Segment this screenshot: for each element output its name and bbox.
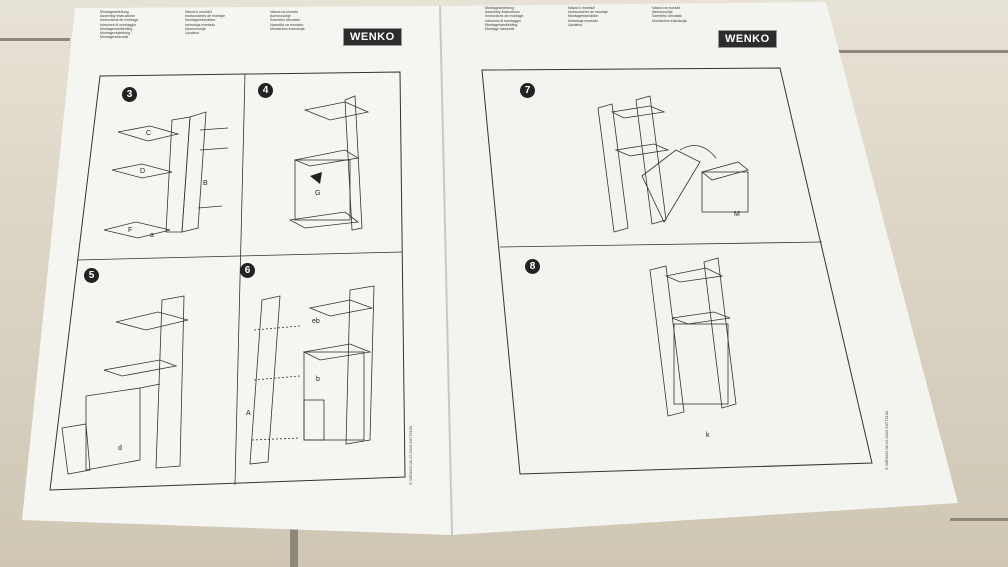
header-text: Asennusohje xyxy=(185,26,206,31)
header-text: Montageinstructie xyxy=(100,35,129,40)
part-label-eb: eb xyxy=(312,318,320,325)
step-7-number: 7 xyxy=(520,83,535,98)
part-label-d-small: d xyxy=(118,445,122,452)
header-text: Montagehandleiding xyxy=(485,22,518,27)
part-label-m: M xyxy=(734,211,740,218)
header-text: Navodila za montažo xyxy=(270,22,304,27)
header-text: Montagehandleiding xyxy=(100,26,133,31)
part-label-d: D xyxy=(140,168,146,175)
header-text: Szerelési útmutató xyxy=(270,18,300,23)
grout-line xyxy=(290,528,298,567)
header-text: Montavimo instrukcija xyxy=(270,26,305,31)
header-text: Instructions de montage xyxy=(485,14,524,19)
step-3-number: 3 xyxy=(122,87,137,102)
step-4-number: 4 xyxy=(258,83,273,98)
header-text: Instructions de montage xyxy=(100,18,139,23)
step-6-number: 6 xyxy=(240,263,255,278)
header-text: Szerelési útmutató xyxy=(652,14,682,19)
header-text: Montagevejledning xyxy=(100,31,131,36)
header-text: Assembly instructions xyxy=(485,10,520,15)
header-text: Návod na montáž xyxy=(652,6,681,10)
wenko-logo-left: WENKO xyxy=(343,28,402,46)
wenko-logo-right: WENKO xyxy=(718,30,777,48)
step-5-number: 5 xyxy=(84,268,99,283)
header-text: Montavimo instrukcija xyxy=(652,18,687,23)
part-label-g: G xyxy=(315,190,321,197)
step7-drawing xyxy=(597,95,749,233)
header-text: Istruzioni di montaggio xyxy=(485,18,521,23)
header-text: Montageinstruktion xyxy=(185,18,216,23)
step-8-number: 8 xyxy=(525,259,540,274)
footer-left-code: © WENKO 08.12.2019 50773100 xyxy=(408,425,413,485)
header-text: Assembly instructions xyxy=(100,14,135,19)
header-right-col1: Montageanleitung Assembly instructions I… xyxy=(485,6,523,31)
header-text: Montageanleitung xyxy=(485,6,514,10)
step4-drawing xyxy=(288,95,370,231)
header-text: Návod na montáž xyxy=(270,10,299,14)
header-right-col3: Návod na montáž Asennusohje Szerelési út… xyxy=(652,6,687,23)
grout-line xyxy=(950,518,1008,521)
step3-drawing xyxy=(103,111,229,239)
part-label-f: F xyxy=(128,227,133,234)
part-label-b-small: b xyxy=(316,376,320,383)
header-text: Uputstvo xyxy=(568,22,583,27)
part-label-a: A xyxy=(246,410,251,417)
header-text: Montageinstruktion xyxy=(568,14,599,19)
step6-drawing xyxy=(249,285,375,465)
header-text: Instrucciones de montaje xyxy=(185,14,225,19)
step8-drawing xyxy=(649,257,737,417)
header-text: Montage instructie xyxy=(485,27,515,32)
header-text: Asennusohje xyxy=(270,14,291,19)
part-label-k: k xyxy=(706,432,710,439)
part-label-b: B xyxy=(203,180,208,187)
header-text: Instrukcja montażu xyxy=(185,22,216,27)
header-left-col1: Montageanleitung Assembly instructions I… xyxy=(100,10,138,39)
header-text: Instrukcja montażu xyxy=(568,18,599,23)
header-text: Asennusohje xyxy=(652,10,673,15)
footer-right-code: © WENKO 08.12.2019 50773100 xyxy=(884,410,889,470)
part-label-c: C xyxy=(146,130,152,137)
header-left-col2: Návod k montáži Instrucciones de montaje… xyxy=(185,10,225,35)
grout-line xyxy=(0,38,70,41)
header-text: Uputstvo xyxy=(185,31,200,36)
header-text: Návod k montáži xyxy=(185,10,212,14)
header-text: Montageanleitung xyxy=(100,10,129,14)
step5-drawing xyxy=(61,295,189,475)
header-right-col2: Návod k montáži Instrucciones de montaje… xyxy=(568,6,608,27)
header-text: Instrucciones de montaje xyxy=(568,10,608,15)
part-label-a-small: a xyxy=(150,232,154,239)
grout-line xyxy=(830,50,1008,53)
header-text: Istruzioni di montaggio xyxy=(100,22,136,27)
header-left-col3: Návod na montáž Asennusohje Szerelési út… xyxy=(270,10,305,31)
header-text: Návod k montáži xyxy=(568,6,595,10)
